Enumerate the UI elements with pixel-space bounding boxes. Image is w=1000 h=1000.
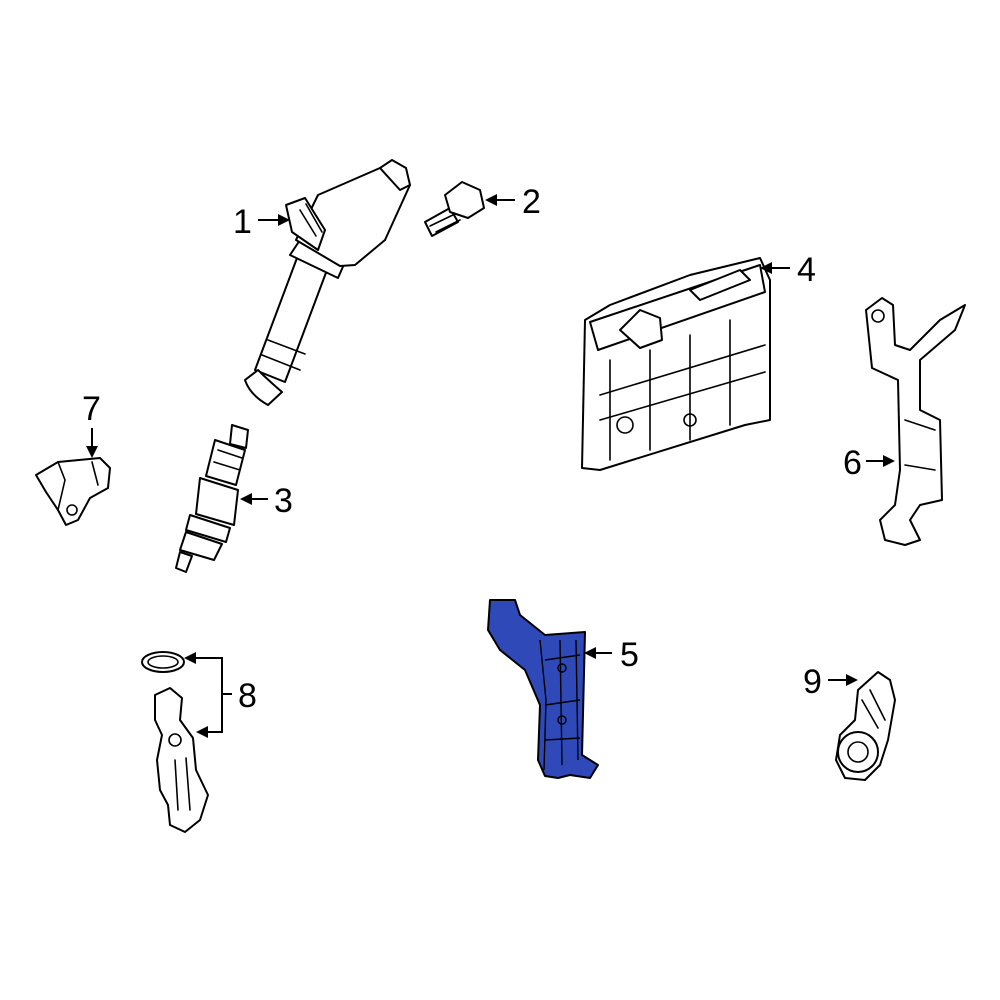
callout-9: 9 bbox=[803, 663, 858, 701]
camshaft-position-sensor-part[interactable] bbox=[35, 457, 111, 526]
callout-number-8: 8 bbox=[238, 677, 257, 715]
callout-5: 5 bbox=[584, 636, 639, 674]
callout-4: 4 bbox=[760, 251, 816, 289]
callout-number-3: 3 bbox=[274, 482, 293, 520]
callout-1: 1 bbox=[233, 203, 290, 241]
callout-number-4: 4 bbox=[797, 251, 816, 289]
crankshaft-sensor-part[interactable] bbox=[141, 651, 209, 833]
callout-number-6: 6 bbox=[843, 444, 862, 482]
bracket-part[interactable] bbox=[865, 297, 966, 546]
callout-8: 8 bbox=[184, 652, 257, 738]
bracket-part-highlighted[interactable] bbox=[487, 599, 599, 779]
callout-number-5: 5 bbox=[620, 636, 639, 674]
callout-number-2: 2 bbox=[522, 183, 541, 221]
spark-plug-part[interactable] bbox=[175, 424, 249, 573]
callout-6: 6 bbox=[843, 444, 895, 482]
callout-number-7: 7 bbox=[82, 390, 101, 428]
engine-control-module-part[interactable] bbox=[581, 257, 771, 471]
knock-sensor-part[interactable] bbox=[835, 671, 896, 781]
callout-number-9: 9 bbox=[803, 663, 822, 701]
ignition-coil-part[interactable] bbox=[244, 159, 411, 406]
bolt-part[interactable] bbox=[424, 181, 485, 237]
callout-2: 2 bbox=[485, 183, 541, 221]
callout-number-1: 1 bbox=[233, 203, 252, 241]
callout-3: 3 bbox=[240, 482, 293, 520]
callout-7: 7 bbox=[82, 390, 101, 458]
